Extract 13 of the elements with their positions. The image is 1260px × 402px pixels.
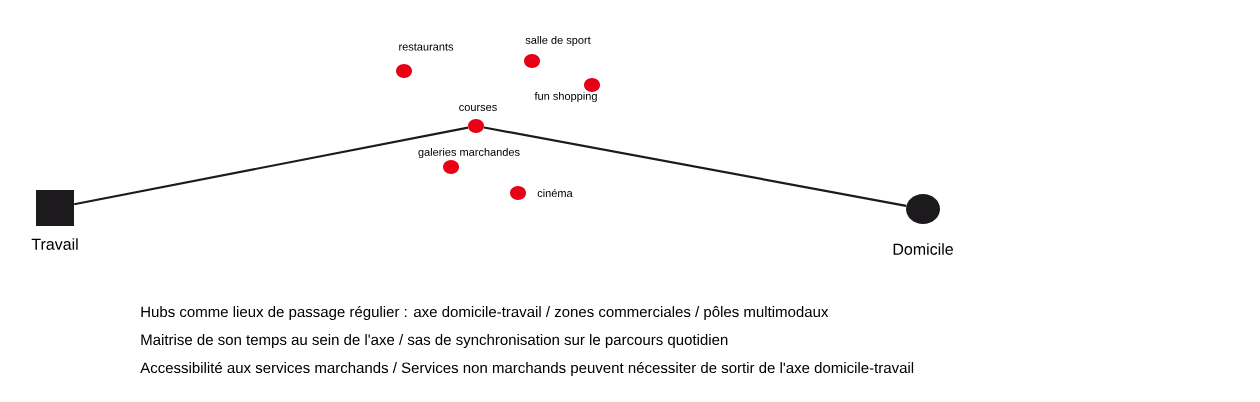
place-label: Domicile: [893, 243, 953, 255]
place-label: courses: [459, 105, 497, 111]
connector-line: [483, 126, 907, 207]
place-label: restaurants: [399, 43, 454, 51]
connector-line: [74, 126, 469, 206]
place-label: galeries marchandes: [418, 147, 520, 159]
place-label: fun shopping: [534, 91, 597, 103]
place-label: Travail: [31, 238, 78, 250]
note-text: Accessibilité aux services marchands / Services non marchands peuvent nécessiter de sortir de l'axe domicile-travail: [140, 361, 914, 377]
place-label: cinéma: [537, 188, 573, 198]
place-label: salle de sport: [525, 35, 591, 47]
note-text: Hubs comme lieux de passage régulier : axe domicile-travail / zones commerciales / pôles multimodaux: [141, 305, 829, 321]
note-text: Maitrise de son temps au sein de l'axe / sas de synchronisation sur le parcours quotidien: [141, 334, 728, 348]
